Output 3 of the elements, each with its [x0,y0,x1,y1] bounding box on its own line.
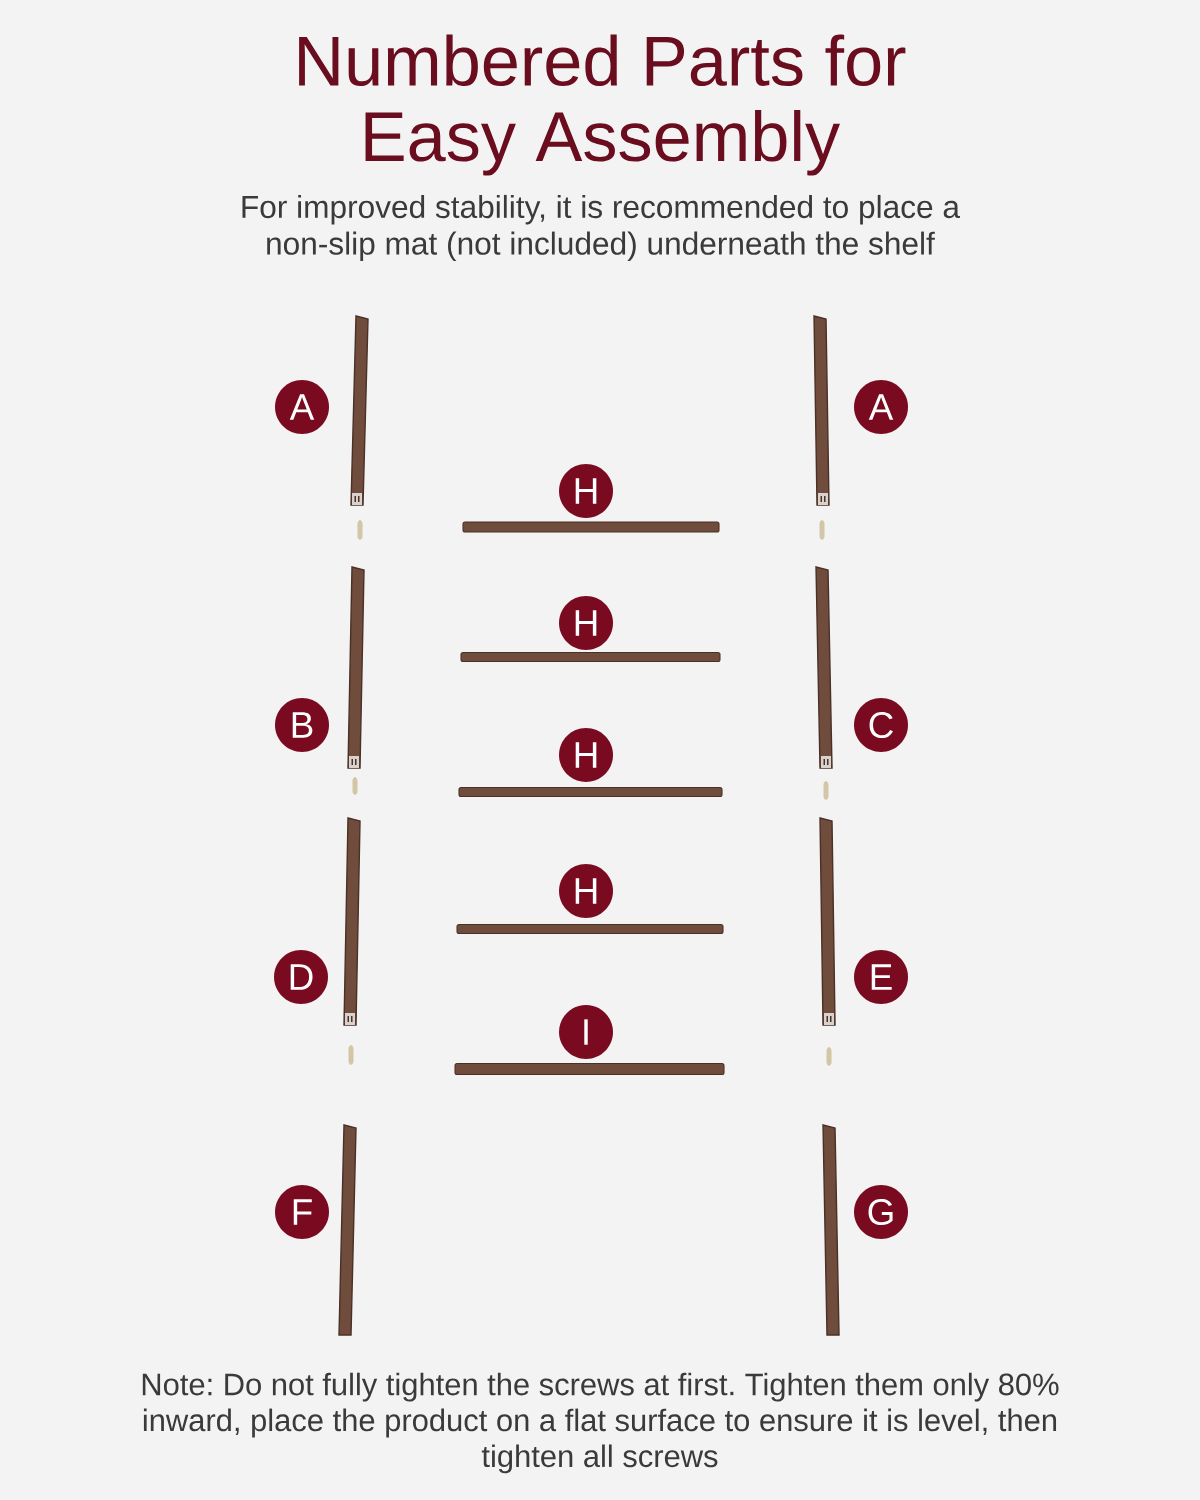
title: Numbered Parts for Easy Assembly [299,34,906,176]
note-text: Note: Do not fully tighten the screws at first. Tighten them only 80% inward, place the product on a flat surface to ensure it is level, then tighten all screws [142,1372,1059,1474]
subtitle: For improved stability, it is recommended to place a non-slip mat (not included) underneath the shelf [242,194,960,262]
